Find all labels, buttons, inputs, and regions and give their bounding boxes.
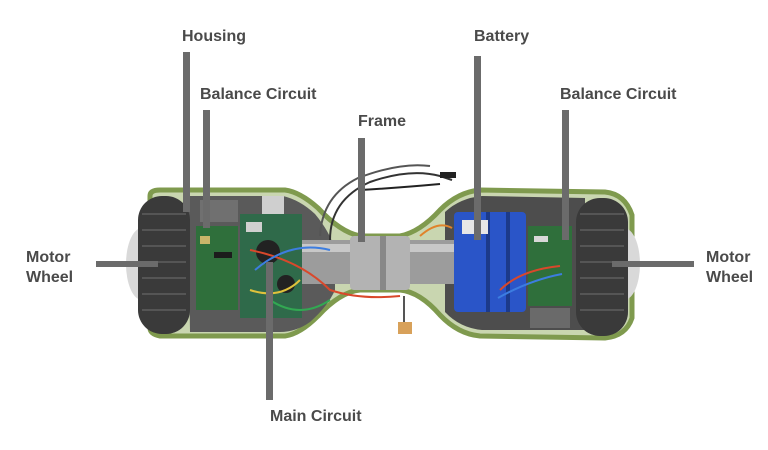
motor-left-line1: Motor [26,249,71,266]
main-circuit-leader-line [266,262,273,400]
motor-wheel-right-label: Motor Wheel [706,248,753,288]
battery-leader-line [474,56,481,240]
connector [398,322,412,334]
motor-right-line2: Wheel [706,269,754,286]
frame-label: Frame [358,113,407,130]
motor-left-leader-line [96,261,158,267]
battery-label: Battery [474,28,530,45]
frame-leader-line [358,138,365,242]
motor-wheel-left-label: Motor Wheel [26,248,73,288]
main-circuit-label: Main Circuit [270,408,362,425]
right-tire [576,198,628,336]
balance-right-leader-line [562,110,569,240]
balance-left-leader-line [203,110,210,228]
motor-right-leader-line [612,261,694,267]
balance-circuit-right-label: Balance Circuit [560,86,677,103]
housing-label: Housing [182,28,246,45]
balance-circuit-left-label: Balance Circuit [200,86,317,103]
housing-leader-line [183,52,190,212]
motor-left-line2: Wheel [26,269,74,286]
motor-right-line1: Motor [706,249,751,266]
